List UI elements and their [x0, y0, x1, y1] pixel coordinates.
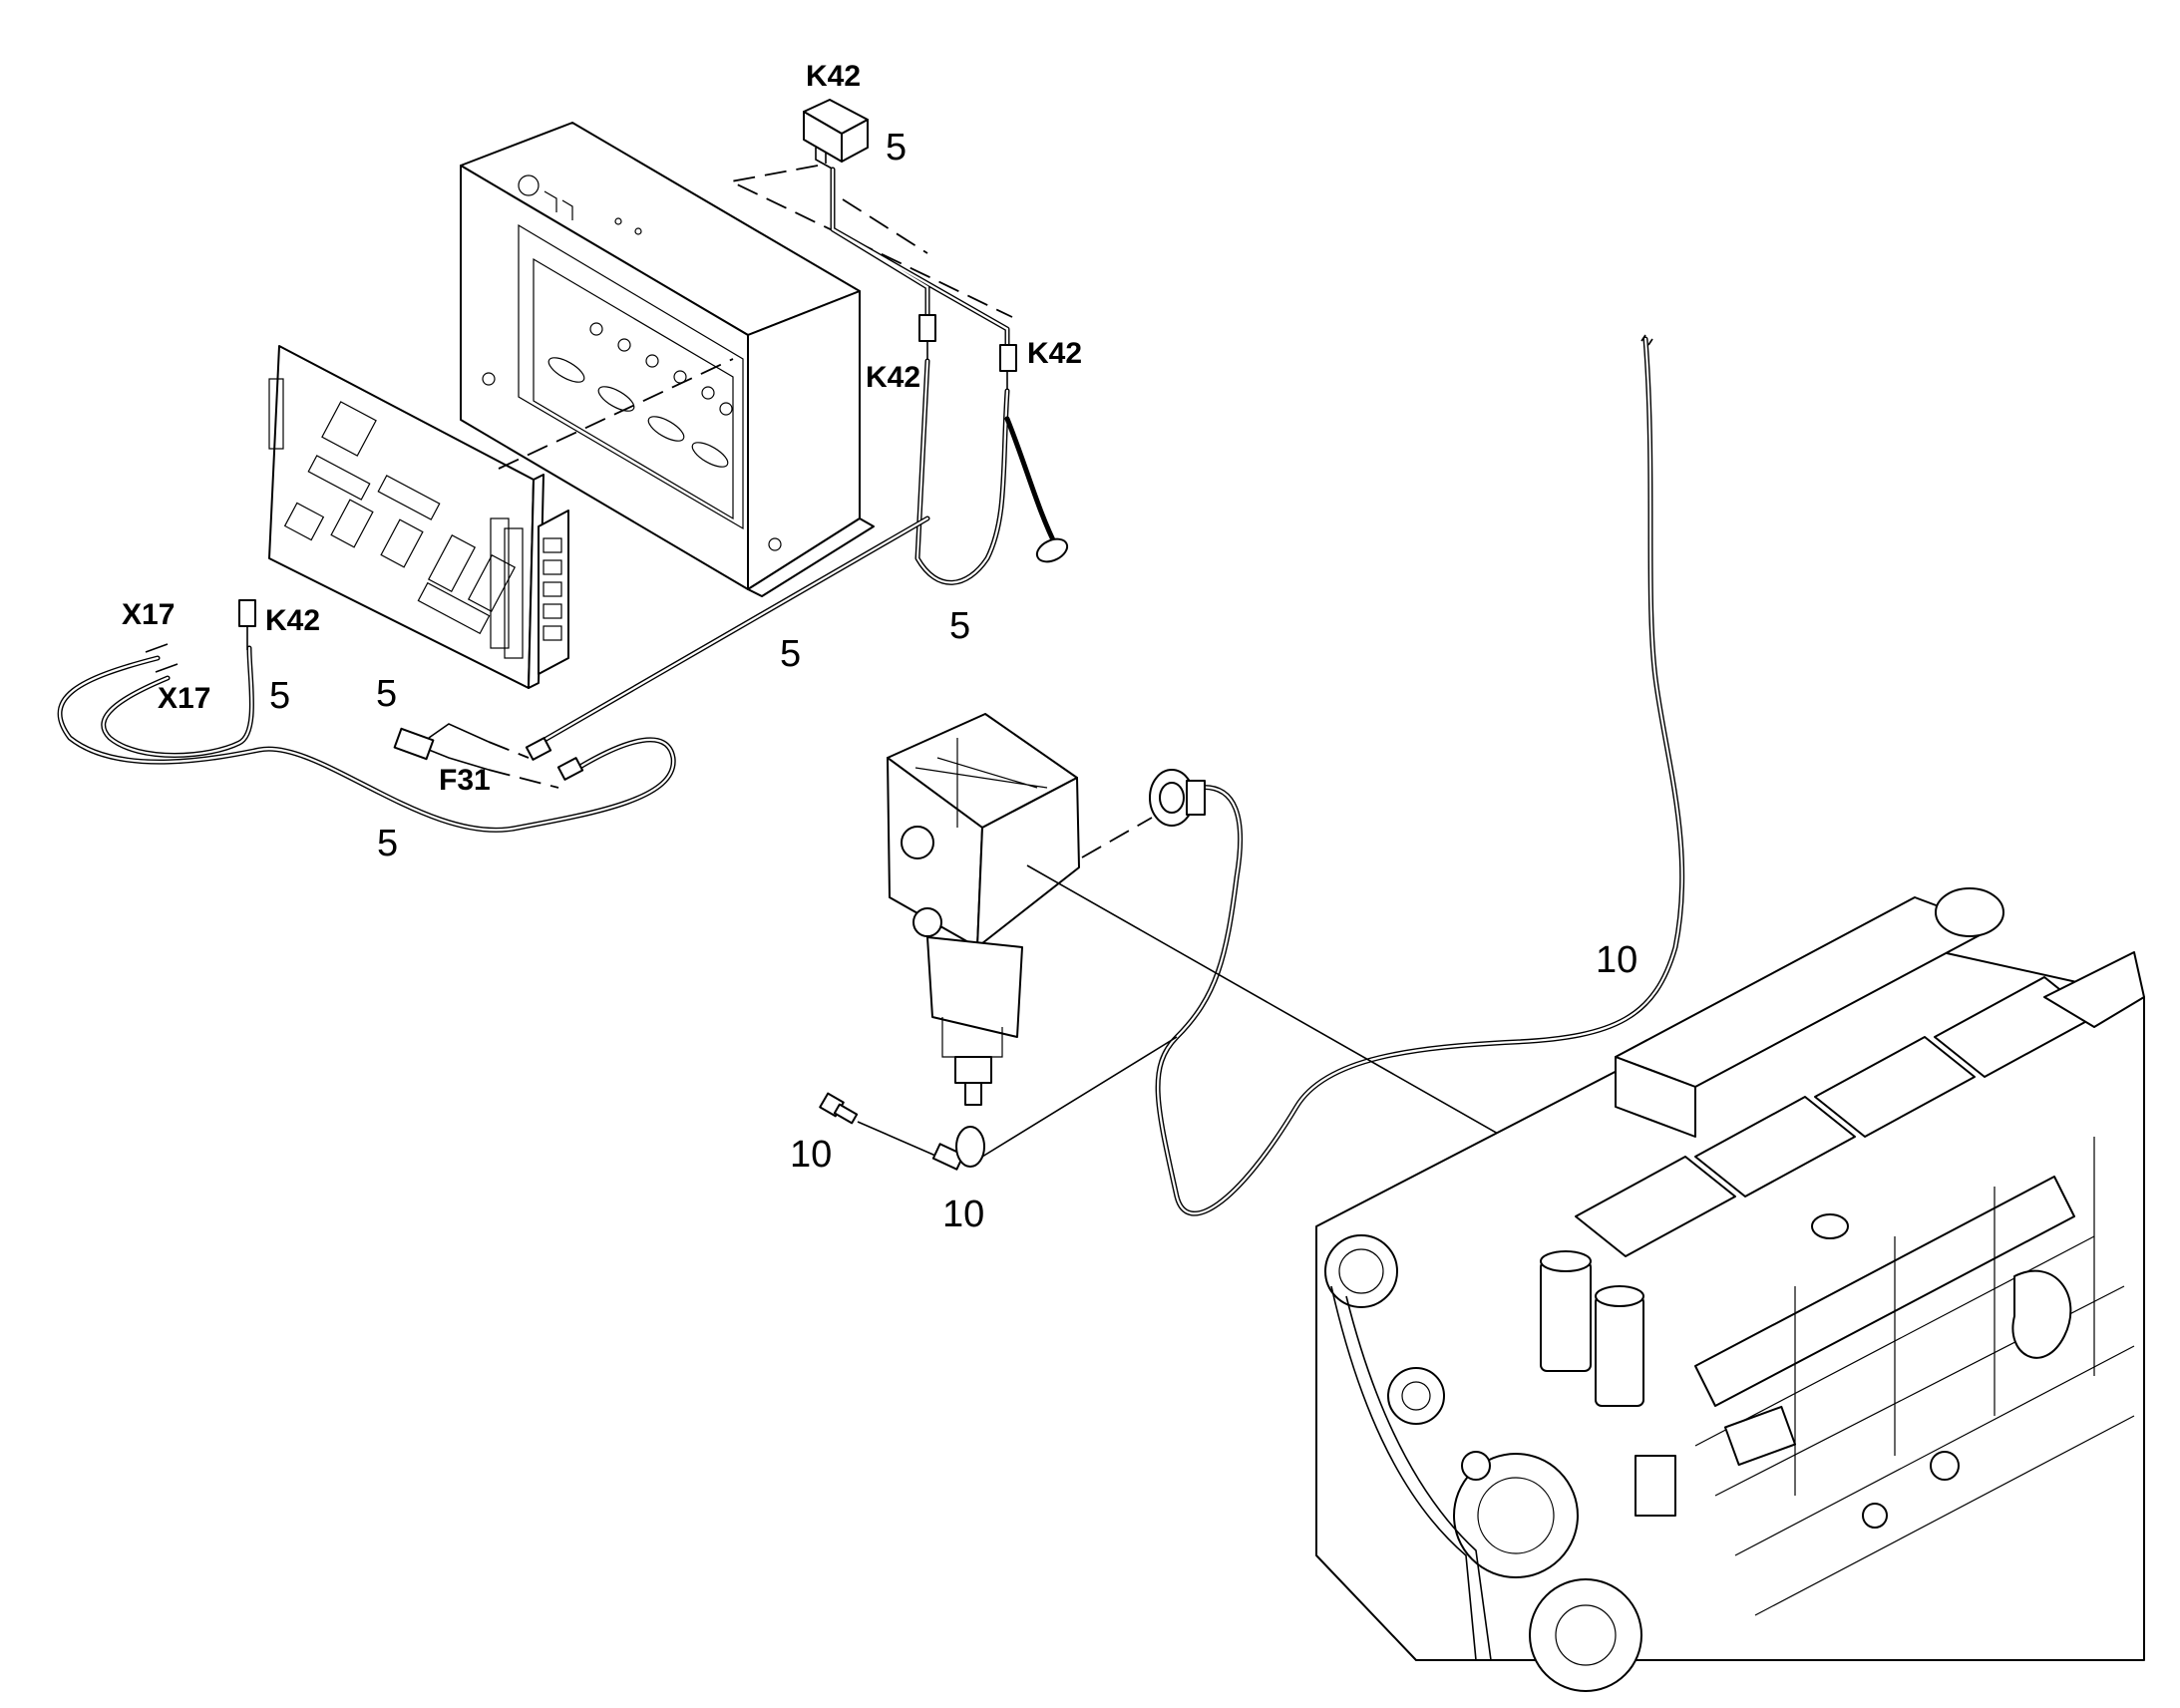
ground-wire-qty: 5 [949, 605, 970, 647]
fuel-filter-sensor [887, 713, 1080, 1106]
sensor-plug-dashline [1081, 817, 1153, 858]
spade-connector-b [556, 757, 584, 781]
k42-connector-left [918, 314, 936, 361]
circuit-board [268, 345, 569, 689]
x17-label-b: X17 [158, 682, 210, 715]
k42-connector-right [999, 344, 1017, 391]
relay-dashline [728, 165, 1013, 318]
fuse-dashline-a [488, 741, 530, 759]
f31-label: F31 [439, 764, 491, 797]
k42-left-label: K42 [866, 361, 920, 394]
k42-lower-qty: 5 [269, 675, 290, 717]
clamp [931, 1126, 985, 1171]
control-box-housing [460, 122, 875, 597]
long-wire-qty: 5 [780, 633, 801, 675]
bottom-loop-qty: 5 [377, 823, 398, 864]
k42-lower-label: K42 [265, 604, 320, 637]
filter-to-engine-leader [1026, 864, 1557, 1168]
sensor-plug [1149, 769, 1206, 827]
ground-wire [914, 358, 1069, 585]
x17-label-a: X17 [122, 598, 175, 631]
engine-block [1315, 887, 2145, 1692]
k42-relay-qty: 5 [886, 127, 907, 169]
k42-relay [803, 99, 869, 171]
screw [819, 1092, 859, 1125]
board-to-box-dashline [498, 358, 734, 470]
k42-connector-lower [238, 599, 256, 650]
k42-relay-label: K42 [806, 60, 861, 93]
long-wire [542, 515, 930, 743]
fuse-f31 [393, 723, 490, 771]
screw-qty: 10 [790, 1134, 832, 1176]
k42-right-label: K42 [1027, 337, 1082, 370]
clamp-qty: 10 [942, 1194, 984, 1235]
sensor-cable [1155, 334, 1685, 1216]
sensor-cable-qty: 10 [1596, 939, 1637, 981]
fuse-qty: 5 [376, 673, 397, 715]
fuse-dashline-b [488, 769, 559, 789]
x17-harness [57, 643, 676, 833]
clamp-to-cable-leader [981, 1036, 1178, 1158]
spade-connector-a [525, 737, 552, 761]
